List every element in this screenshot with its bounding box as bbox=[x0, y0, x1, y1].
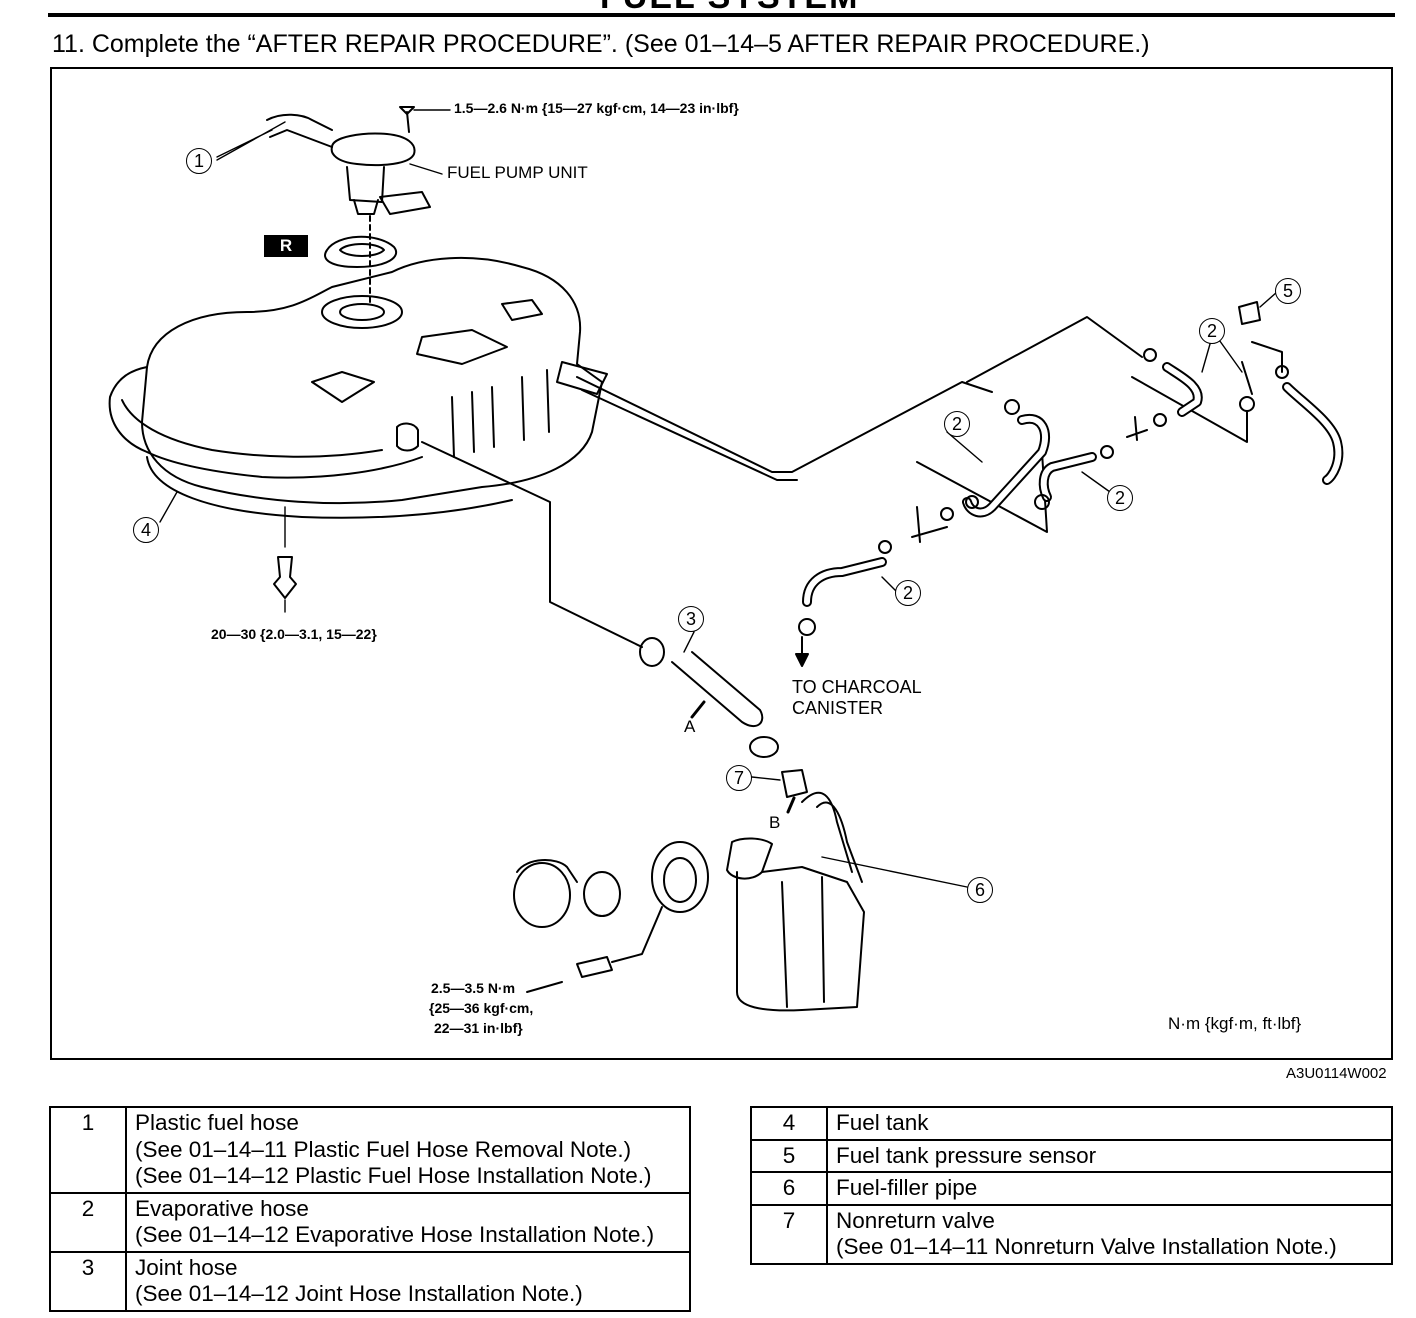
legend-part-name: Fuel-filler pipe bbox=[836, 1175, 978, 1200]
legend-row: 4 Fuel tank bbox=[750, 1106, 1393, 1141]
torque-filler-label-3: 22—31 in·lbf} bbox=[434, 1020, 523, 1036]
fuel-pump-unit-label: FUEL PUMP UNIT bbox=[447, 163, 588, 182]
callout-2-b: 2 bbox=[895, 580, 921, 606]
legend-part-name: Plastic fuel hose bbox=[135, 1110, 299, 1135]
legend-row: 6 Fuel-filler pipe bbox=[750, 1171, 1393, 1206]
legend-note: (See 01–14–12 Evaporative Hose Installat… bbox=[135, 1222, 655, 1247]
units-label: N·m {kgf·m, ft·lbf} bbox=[1168, 1014, 1302, 1033]
evaporative-hoses bbox=[795, 301, 1344, 667]
legend-part-name: Fuel tank bbox=[836, 1110, 929, 1135]
leader-lines bbox=[159, 109, 1278, 888]
legend-note: (See 01–14–11 Nonreturn Valve Installati… bbox=[836, 1234, 1337, 1259]
legend-part-name: Joint hose bbox=[135, 1254, 238, 1280]
torque-filler-label-1: 2.5—3.5 N·m bbox=[431, 980, 516, 996]
legend-note: (See 01–14–11 Plastic Fuel Hose Removal … bbox=[135, 1136, 632, 1162]
arrow-b-label: B bbox=[769, 813, 781, 832]
legend-number: 2 bbox=[49, 1191, 127, 1253]
callout-2-d: 2 bbox=[1199, 318, 1225, 344]
legend-description: Nonreturn valve(See 01–14–11 Nonreturn V… bbox=[826, 1203, 1393, 1265]
hose-lines bbox=[421, 316, 1283, 648]
to-charcoal-label-2: CANISTER bbox=[792, 698, 884, 718]
legend-part-name: Fuel tank pressure sensor bbox=[836, 1142, 1097, 1168]
callout-5: 5 bbox=[1275, 278, 1301, 304]
callout-2-a: 2 bbox=[944, 411, 970, 437]
exploded-diagram: 1.5—2.6 N·m {15—27 kgf·cm, 14—23 in·lbf}… bbox=[50, 67, 1393, 1060]
callout-3: 3 bbox=[678, 606, 704, 632]
legend-part-name: Nonreturn valve bbox=[836, 1207, 995, 1233]
legend-row: 5 Fuel tank pressure sensor bbox=[750, 1138, 1393, 1173]
legend-description: Fuel-filler pipe bbox=[826, 1171, 1393, 1206]
legend-number: 4 bbox=[750, 1106, 828, 1141]
callout-1: 1 bbox=[186, 148, 212, 174]
diagram-drawing bbox=[108, 106, 1344, 1012]
tank-bolt bbox=[273, 556, 297, 599]
callout-2-c: 2 bbox=[1107, 485, 1133, 511]
legend-note: (See 01–14–12 Plastic Fuel Hose Installa… bbox=[135, 1163, 652, 1188]
legend-table-right: 4 Fuel tank 5 Fuel tank pressure sensor 6 Fue… bbox=[750, 1106, 1393, 1265]
arrow-a-label: A bbox=[684, 717, 696, 736]
replace-mark: R bbox=[264, 235, 308, 257]
legend-number: 3 bbox=[49, 1250, 127, 1312]
legend-number: 5 bbox=[750, 1138, 828, 1173]
figure-code: A3U0114W002 bbox=[1286, 1065, 1387, 1082]
callout-6: 6 bbox=[967, 877, 993, 903]
legend-number: 1 bbox=[49, 1106, 127, 1194]
legend-description: Fuel tank bbox=[826, 1106, 1393, 1141]
legend-description: Joint hose(See 01–14–12 Joint Hose Insta… bbox=[125, 1250, 691, 1312]
legend-part-name: Evaporative hose bbox=[135, 1195, 309, 1221]
callout-7: 7 bbox=[726, 765, 752, 791]
header-rule bbox=[48, 13, 1395, 17]
torque-filler-label-2: {25—36 kgf·cm, bbox=[429, 1000, 534, 1016]
section-header: FUEL SYSTEM bbox=[600, 0, 859, 17]
filler-assembly bbox=[513, 637, 865, 1012]
step-instruction: 11. Complete the “AFTER REPAIR PROCEDURE… bbox=[52, 30, 1150, 58]
torque-pump-label: 1.5—2.6 N·m {15—27 kgf·cm, 14—23 in·lbf} bbox=[454, 100, 739, 116]
callout-4: 4 bbox=[133, 517, 159, 543]
fuel-tank-drawing bbox=[108, 256, 608, 519]
legend-description: Plastic fuel hose(See 01–14–11 Plastic F… bbox=[125, 1106, 691, 1194]
fuel-pump-drawing bbox=[266, 106, 431, 303]
legend-description: Fuel tank pressure sensor bbox=[826, 1138, 1393, 1173]
to-charcoal-label-1: TO CHARCOAL bbox=[792, 677, 922, 697]
torque-tank-label: 20—30 {2.0—3.1, 15—22} bbox=[211, 626, 377, 642]
legend-number: 6 bbox=[750, 1171, 828, 1206]
legend-note: (See 01–14–12 Joint Hose Installation No… bbox=[135, 1281, 583, 1306]
legend-number: 7 bbox=[750, 1203, 828, 1265]
legend-description: Evaporative hose(See 01–14–12 Evaporativ… bbox=[125, 1191, 691, 1253]
